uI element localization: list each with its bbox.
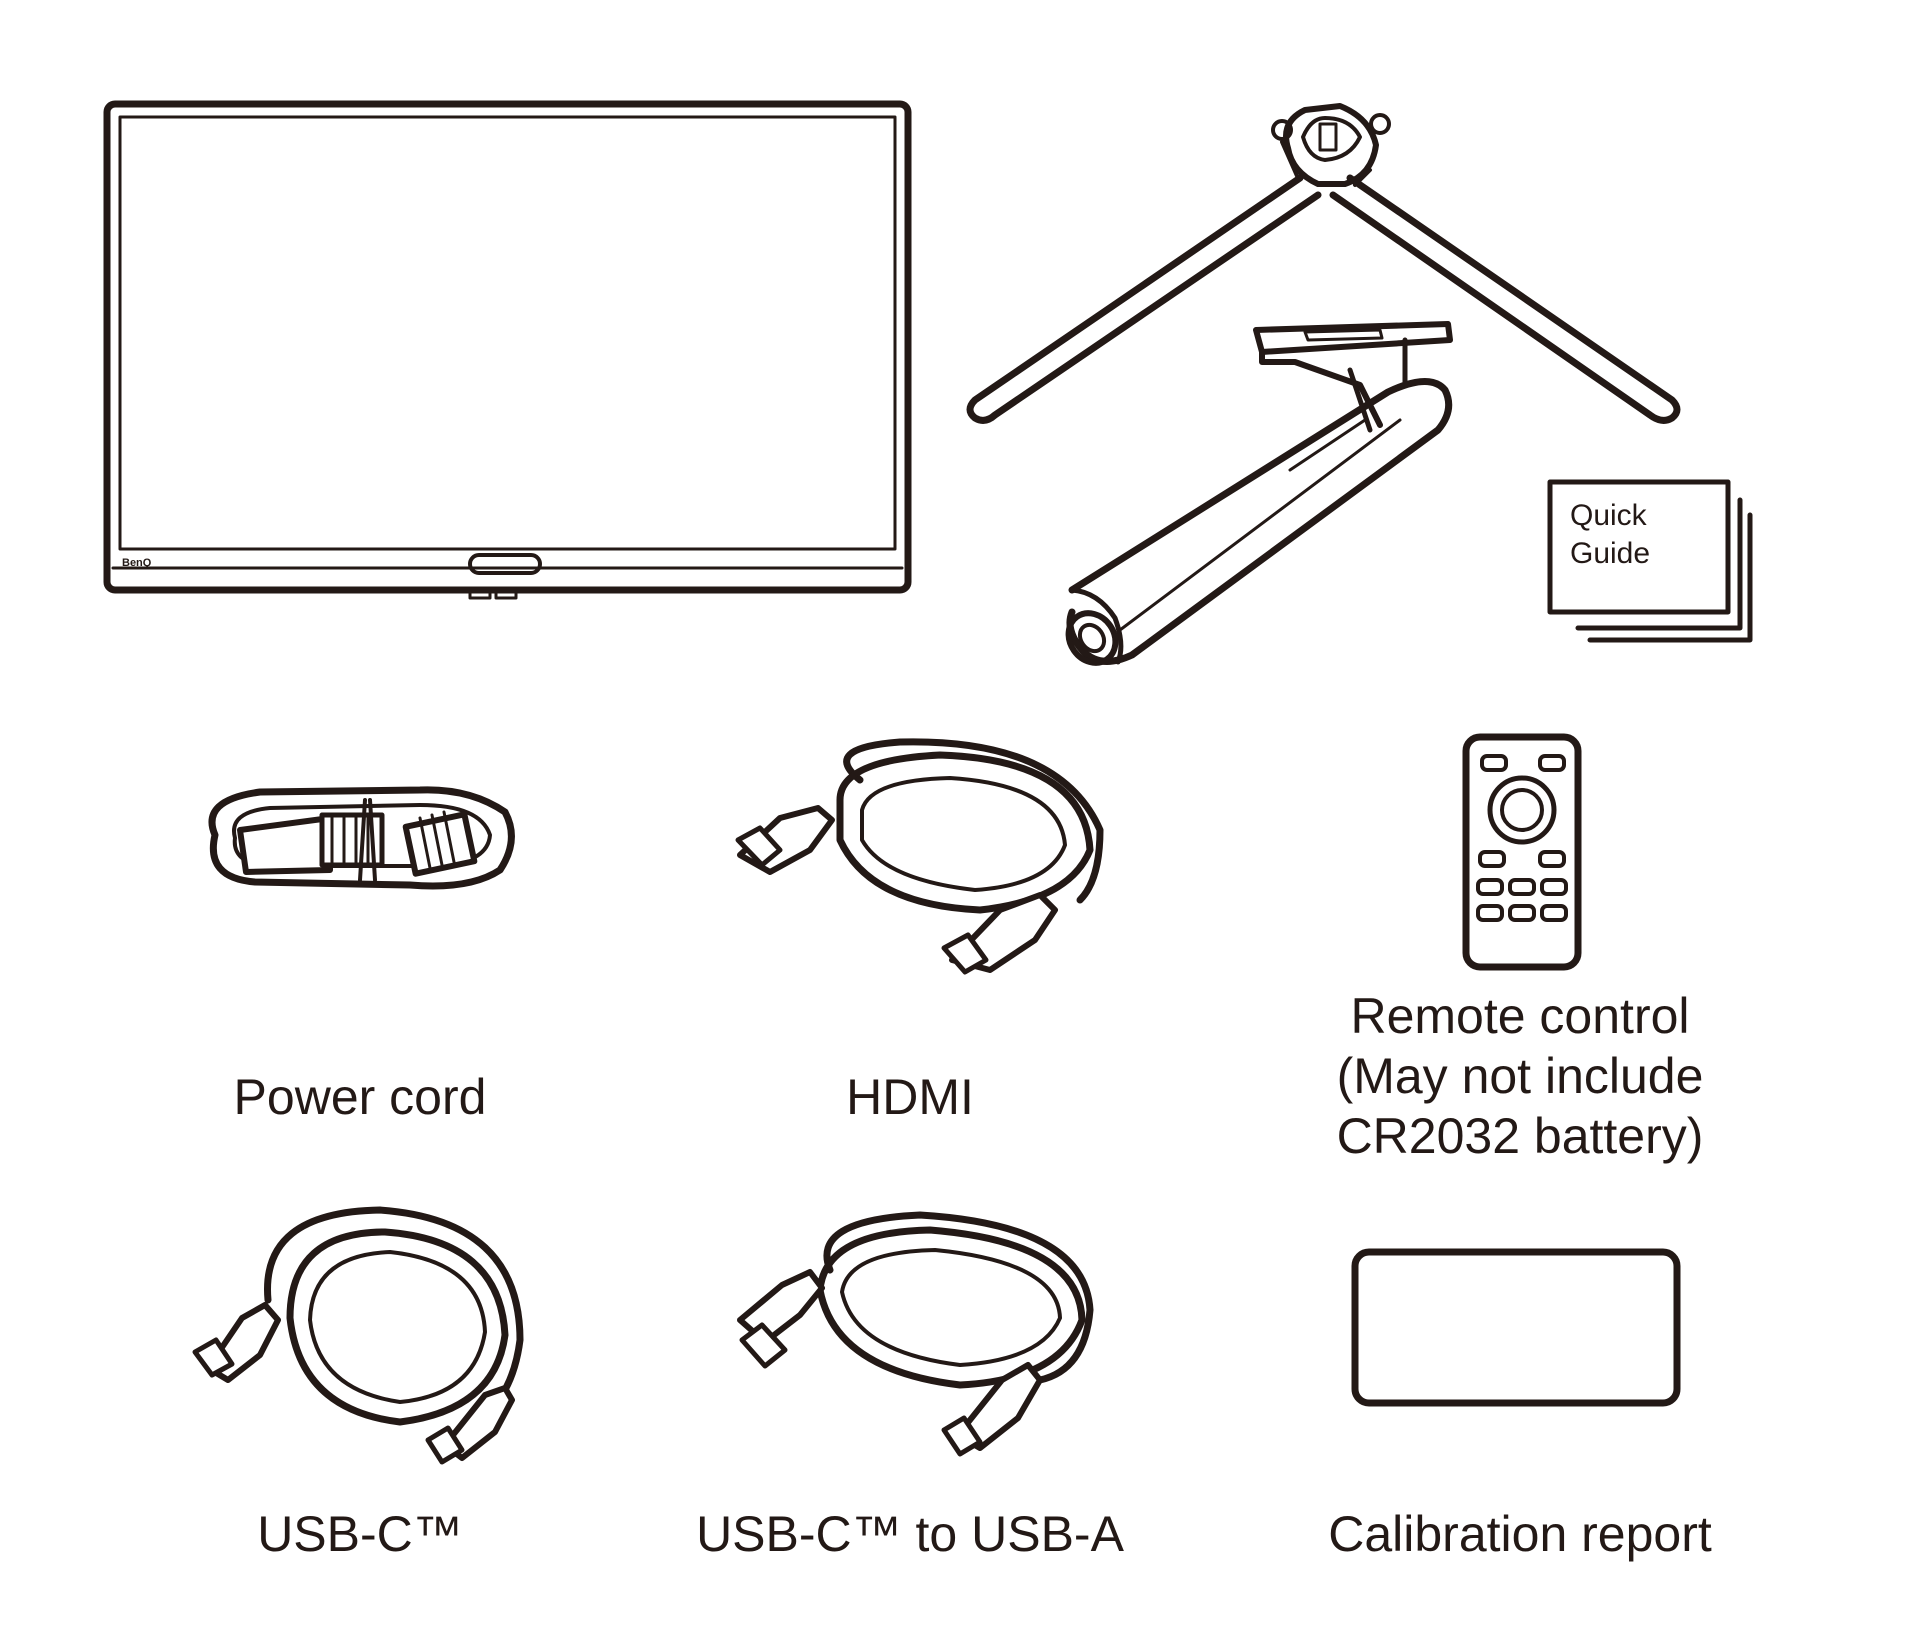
monitor-brand-logo: BenQ	[122, 557, 152, 569]
remote-control-illustration	[1462, 733, 1582, 971]
stand-base-illustration	[966, 103, 1681, 424]
remote-control-label-line3: CR2032 battery)	[1336, 1108, 1704, 1164]
calibration-report-label: Calibration report	[1328, 1506, 1712, 1562]
quick-guide-illustration: Quick Guide	[1547, 479, 1753, 643]
usb-c-cable-illustration	[192, 1206, 524, 1465]
monitor-illustration: BenQ	[103, 100, 912, 600]
remote-control-label-line1: Remote control	[1350, 988, 1690, 1044]
quick-guide-line1: Quick	[1570, 499, 1648, 532]
power-cord-label: Power cord	[233, 1069, 487, 1125]
calibration-report-illustration	[1351, 1248, 1681, 1407]
usb-c-label: USB-C™	[257, 1506, 463, 1562]
usb-c-to-usb-a-cable-illustration	[737, 1211, 1094, 1457]
hdmi-cable-illustration	[735, 738, 1104, 975]
quick-guide-line2: Guide	[1570, 537, 1650, 570]
remote-control-label-line2: (May not include	[1336, 1048, 1704, 1104]
remote-control-label: Remote control (May not include CR2032 b…	[1220, 986, 1820, 1166]
hdmi-label: HDMI	[846, 1069, 974, 1125]
power-cord-illustration	[208, 786, 515, 890]
usb-c-to-usb-a-label: USB-C™ to USB-A	[696, 1506, 1124, 1562]
stand-riser-illustration	[1065, 321, 1453, 666]
